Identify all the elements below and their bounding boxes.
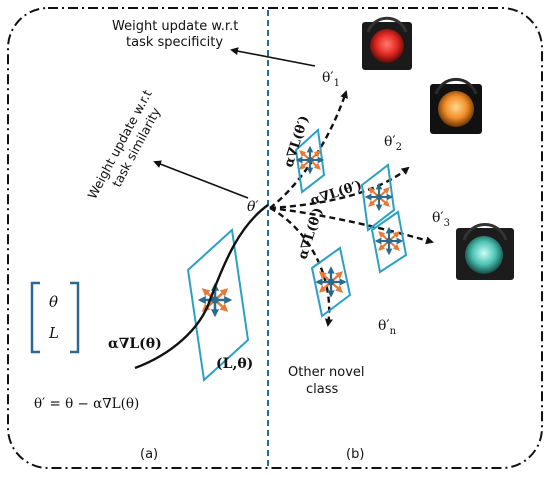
- theta-n-label: θ′n: [378, 318, 397, 337]
- traffic-light-green-icon: [456, 223, 514, 280]
- plane-branch-3-arrows: [377, 229, 402, 254]
- annotation-task-specificity-line2: task specificity: [126, 35, 223, 50]
- loss-plane: [186, 227, 250, 383]
- annotation-task-similarity: Weight update w.r.t task similarity: [84, 87, 163, 201]
- grad-branch-2: α∇L(θ′): [309, 178, 364, 209]
- arrow-to-task-similarity: [153, 160, 249, 199]
- theta-2-label: θ′2: [384, 134, 402, 153]
- branch-n: [269, 206, 333, 327]
- update-formula: θ′ = θ − α∇L(θ): [34, 396, 139, 412]
- annotation-task-specificity-line1: Weight update w.r.t: [112, 19, 238, 34]
- plane-branch-2: [360, 163, 396, 232]
- vector-L: L: [48, 324, 59, 342]
- branch-3: [269, 206, 434, 245]
- vector-right-bracket: [70, 281, 80, 354]
- other-novel-line2: class: [306, 382, 338, 397]
- plane-branch-1: [294, 127, 326, 194]
- plane-label: (L,θ): [216, 356, 253, 372]
- other-novel-line1: Other novel: [288, 365, 365, 380]
- traffic-light-red-icon: [362, 16, 412, 70]
- alpha-grad-main: α∇L(θ): [108, 336, 162, 352]
- theta-1-label: θ′1: [322, 70, 340, 89]
- outer-frame: [7, 7, 543, 469]
- branch-2: [269, 166, 410, 210]
- vector-theta: θ: [49, 293, 58, 311]
- theta-3-label: θ′3: [432, 210, 450, 229]
- plane-branch-3: [370, 210, 408, 274]
- traffic-light-amber-icon: [430, 77, 482, 134]
- plane-branch-n: [310, 246, 352, 318]
- arrow-to-task-specificity: [230, 47, 316, 67]
- panel-b-label: (b): [346, 447, 364, 462]
- panel-a-label: (a): [140, 447, 158, 462]
- vector-left-bracket: [30, 281, 40, 354]
- grad-branch-3: α∇L(θ′): [296, 206, 327, 261]
- plane-branch-2-arrows: [367, 185, 392, 210]
- plane-branch-n-arrows: [317, 268, 344, 295]
- trajectory-curve: [134, 204, 269, 370]
- theta-prime-center: θ′: [247, 199, 259, 215]
